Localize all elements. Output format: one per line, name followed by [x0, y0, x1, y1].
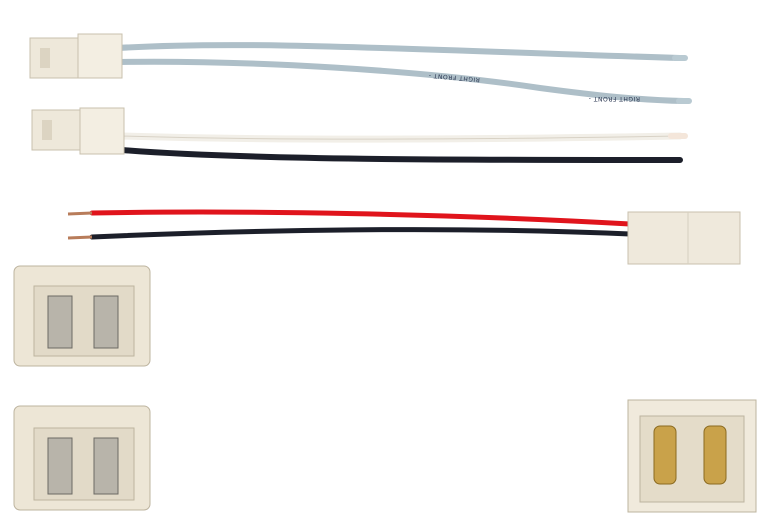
white-black-wire-harness [31, 107, 688, 163]
connector-plug-2 [31, 107, 125, 155]
connector-plug-3 [627, 211, 741, 265]
red-black-wire-harness [67, 209, 741, 265]
socket-connector-2 [13, 405, 151, 511]
socket-connector-1 [13, 265, 151, 367]
socket-connector-3 [627, 399, 757, 513]
wire-print-2: RIGHT FRONT - [588, 95, 640, 102]
wire-print-1: RIGHT FRONT - [428, 71, 480, 82]
grey-wire-harness: RIGHT FRONT - RIGHT FRONT - [29, 33, 692, 104]
connector-plug-1 [29, 33, 123, 79]
